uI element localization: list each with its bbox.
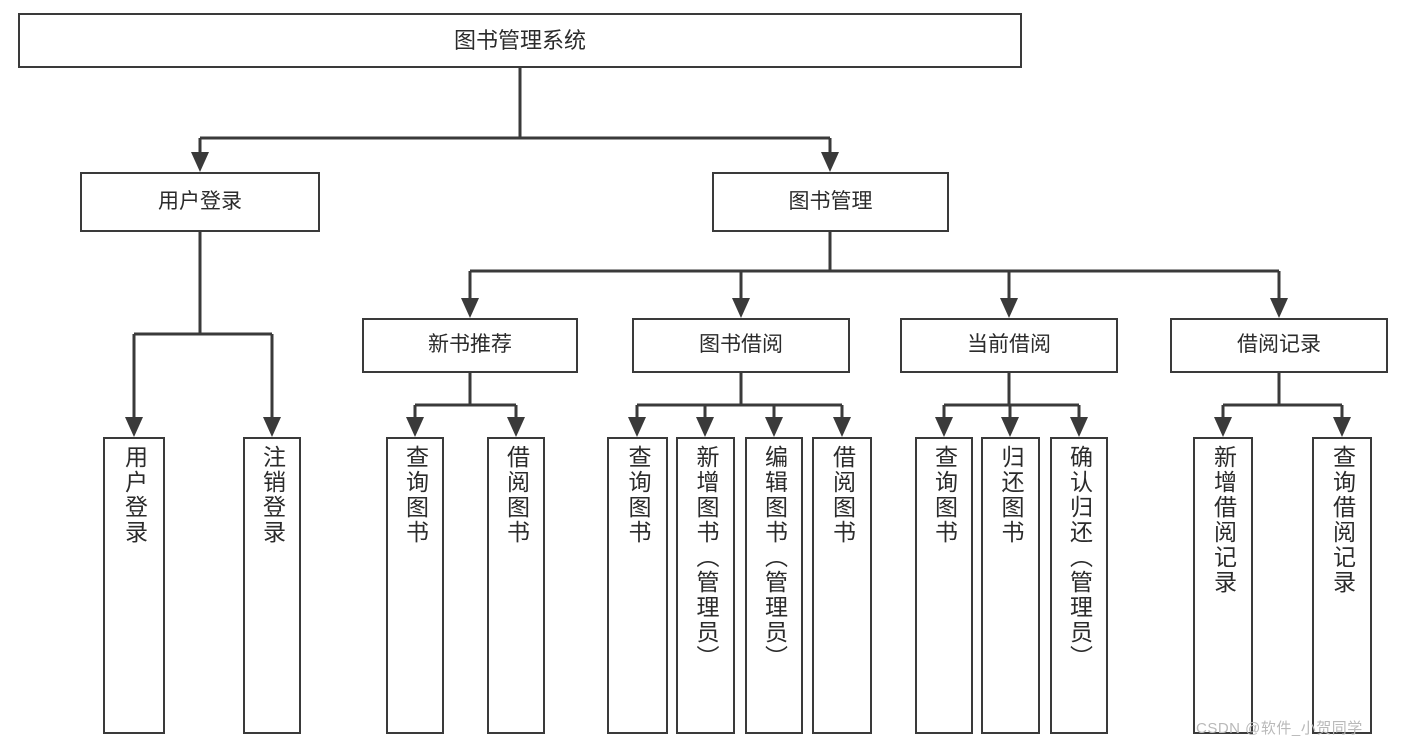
arrow-head-current-borrow-to-leaves-0	[935, 417, 953, 437]
arrow-head-user-login-to-leaves-1	[263, 417, 281, 437]
node-label-new-book-recommend: 新书推荐	[428, 333, 512, 357]
node-leaf-confirm-return[interactable]: 确认归还（管理员）	[1050, 437, 1108, 734]
node-leaf-query-record[interactable]: 查询借阅记录	[1312, 437, 1372, 734]
node-current-borrow[interactable]: 当前借阅	[900, 318, 1118, 373]
arrow-head-book-borrow-to-leaves-2	[765, 417, 783, 437]
node-label-user-login: 用户登录	[158, 189, 242, 213]
node-label-root: 图书管理系统	[453, 27, 586, 53]
watermark-label: CSDN @软件_小贺同学	[1196, 720, 1363, 737]
node-label-borrow-record: 借阅记录	[1237, 333, 1321, 357]
node-label-leaf-borrow-book-2: 借阅图书	[829, 445, 856, 545]
node-book-borrow[interactable]: 图书借阅	[632, 318, 850, 373]
arrow-head-root-to-level1-0	[191, 152, 209, 172]
node-label-leaf-borrow-book-1: 借阅图书	[503, 445, 530, 545]
node-leaf-query-book-3[interactable]: 查询图书	[915, 437, 973, 734]
arrow-head-book-manage-to-level2-0	[461, 298, 479, 318]
node-leaf-query-book-1[interactable]: 查询图书	[386, 437, 444, 734]
arrow-head-book-borrow-to-leaves-0	[628, 417, 646, 437]
node-leaf-borrow-book-1[interactable]: 借阅图书	[487, 437, 545, 734]
arrow-head-new-book-recommend-to-leaves-1	[507, 417, 525, 437]
node-label-leaf-confirm-return: 确认归还（管理员）	[1066, 445, 1093, 670]
arrow-head-book-manage-to-level2-1	[732, 298, 750, 318]
arrow-head-book-borrow-to-leaves-3	[833, 417, 851, 437]
arrow-head-book-manage-to-level2-3	[1270, 298, 1288, 318]
node-label-leaf-add-book: 新增图书（管理员）	[693, 445, 719, 670]
node-label-book-borrow: 图书借阅	[699, 333, 783, 357]
node-root[interactable]: 图书管理系统	[18, 13, 1022, 68]
node-label-leaf-query-book-3: 查询图书	[931, 445, 958, 545]
node-label-current-borrow: 当前借阅	[967, 333, 1051, 357]
node-leaf-add-record[interactable]: 新增借阅记录	[1193, 437, 1253, 734]
node-leaf-user-login[interactable]: 用户登录	[103, 437, 165, 734]
node-label-leaf-edit-book: 编辑图书（管理员）	[761, 445, 788, 670]
node-book-manage[interactable]: 图书管理	[712, 172, 949, 232]
node-label-leaf-return-book: 归还图书	[998, 445, 1024, 545]
arrow-head-user-login-to-leaves-0	[125, 417, 143, 437]
node-leaf-return-book[interactable]: 归还图书	[981, 437, 1040, 734]
arrow-head-borrow-record-to-leaves-1	[1333, 417, 1351, 437]
node-user-login[interactable]: 用户登录	[80, 172, 320, 232]
node-borrow-record[interactable]: 借阅记录	[1170, 318, 1388, 373]
arrow-head-book-manage-to-level2-2	[1000, 298, 1018, 318]
node-label-leaf-user-login: 用户登录	[121, 445, 148, 545]
node-leaf-add-book[interactable]: 新增图书（管理员）	[676, 437, 735, 734]
arrow-head-new-book-recommend-to-leaves-0	[406, 417, 424, 437]
node-label-leaf-query-book-2: 查询图书	[625, 445, 651, 545]
node-label-leaf-query-record: 查询借阅记录	[1329, 445, 1356, 595]
arrow-head-root-to-level1-1	[821, 152, 839, 172]
node-leaf-query-book-2[interactable]: 查询图书	[607, 437, 668, 734]
node-leaf-logout[interactable]: 注销登录	[243, 437, 301, 734]
node-label-book-manage: 图书管理	[788, 189, 873, 213]
arrow-head-current-borrow-to-leaves-2	[1070, 417, 1088, 437]
node-new-book-recommend[interactable]: 新书推荐	[362, 318, 578, 373]
node-label-leaf-query-book-1: 查询图书	[402, 445, 429, 545]
arrow-head-borrow-record-to-leaves-0	[1214, 417, 1232, 437]
arrow-head-book-borrow-to-leaves-1	[696, 417, 714, 437]
node-label-leaf-add-record: 新增借阅记录	[1210, 445, 1237, 595]
node-leaf-edit-book[interactable]: 编辑图书（管理员）	[745, 437, 803, 734]
node-leaf-borrow-book-2[interactable]: 借阅图书	[812, 437, 872, 734]
node-label-leaf-logout: 注销登录	[259, 445, 286, 545]
arrow-head-current-borrow-to-leaves-1	[1001, 417, 1019, 437]
